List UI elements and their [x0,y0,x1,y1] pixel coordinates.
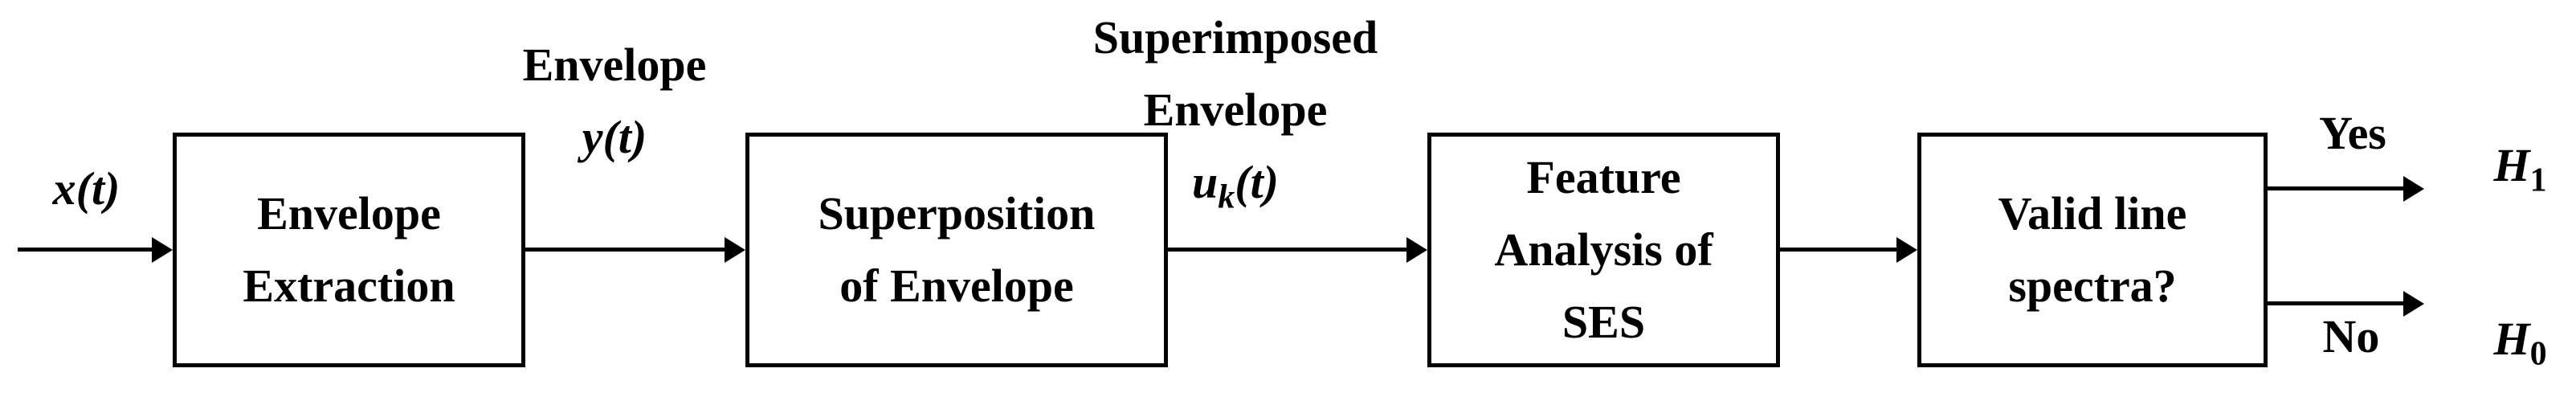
no-arrow-line [2268,301,2404,305]
h0-base: H [2493,313,2530,365]
superimposed-label-line1: Superimposed [1092,11,1378,63]
u-variable: u [1191,156,1219,208]
yes-arrow-line [2268,186,2404,190]
arrow-line-feature-to-decision [1780,248,1897,252]
box-superposition-of-envelope: Superposition of Envelope [745,133,1168,367]
u-subscript-k: k [1218,178,1235,216]
arrow-line-superposition-to-feature [1168,248,1407,252]
box-valid-line-spectra: Valid line spectra? [1917,133,2268,367]
h1-subscript: 1 [2529,162,2547,199]
box-envelope-extraction: Envelope Extraction [173,133,525,367]
box-text-line: Superposition [818,187,1096,239]
box-text-line: Envelope [257,187,441,239]
u-arguments: (t) [1235,156,1279,208]
envelope-signal-label: Envelope y(t) [454,29,775,174]
no-arrow-head-icon [2403,291,2424,317]
box-text-line: SES [1562,296,1646,348]
superimposed-label-line2: Envelope [1143,84,1328,136]
envelope-signal-label-line1: Envelope [522,39,707,91]
input-arrow-line [18,248,153,252]
superimposed-label-line3: uk(t) [1010,146,1460,219]
box-text-line: Valid line [1998,187,2187,239]
arrow-head-icon [725,237,745,263]
yes-branch-label: Yes [2319,107,2386,159]
input-arrow-head-icon [152,237,173,263]
box-text-line: Feature [1526,151,1681,203]
arrow-head-icon [1896,237,1917,263]
envelope-signal-label-line2: y(t) [582,111,647,163]
box-feature-analysis-of-ses: Feature Analysis of SES [1427,133,1780,367]
h0-subscript: 0 [2529,335,2547,373]
box-text-line: Extraction [243,260,455,312]
h1-base: H [2493,139,2530,191]
hypothesis-h1-label: H1 [2442,129,2576,202]
hypothesis-h0-label: H0 [2442,303,2576,375]
box-text-line: of Envelope [839,260,1074,312]
box-text-line: Analysis of [1494,223,1713,276]
superimposed-envelope-signal-label: Superimposed Envelope uk(t) [1010,2,1460,219]
arrow-head-icon [1406,237,1427,263]
no-branch-label: No [2322,310,2380,362]
yes-arrow-head-icon [2403,176,2424,202]
box-text-line: spectra? [2008,260,2177,312]
input-signal-label: x(t) [52,162,120,215]
arrow-line-extraction-to-superposition [525,248,725,252]
